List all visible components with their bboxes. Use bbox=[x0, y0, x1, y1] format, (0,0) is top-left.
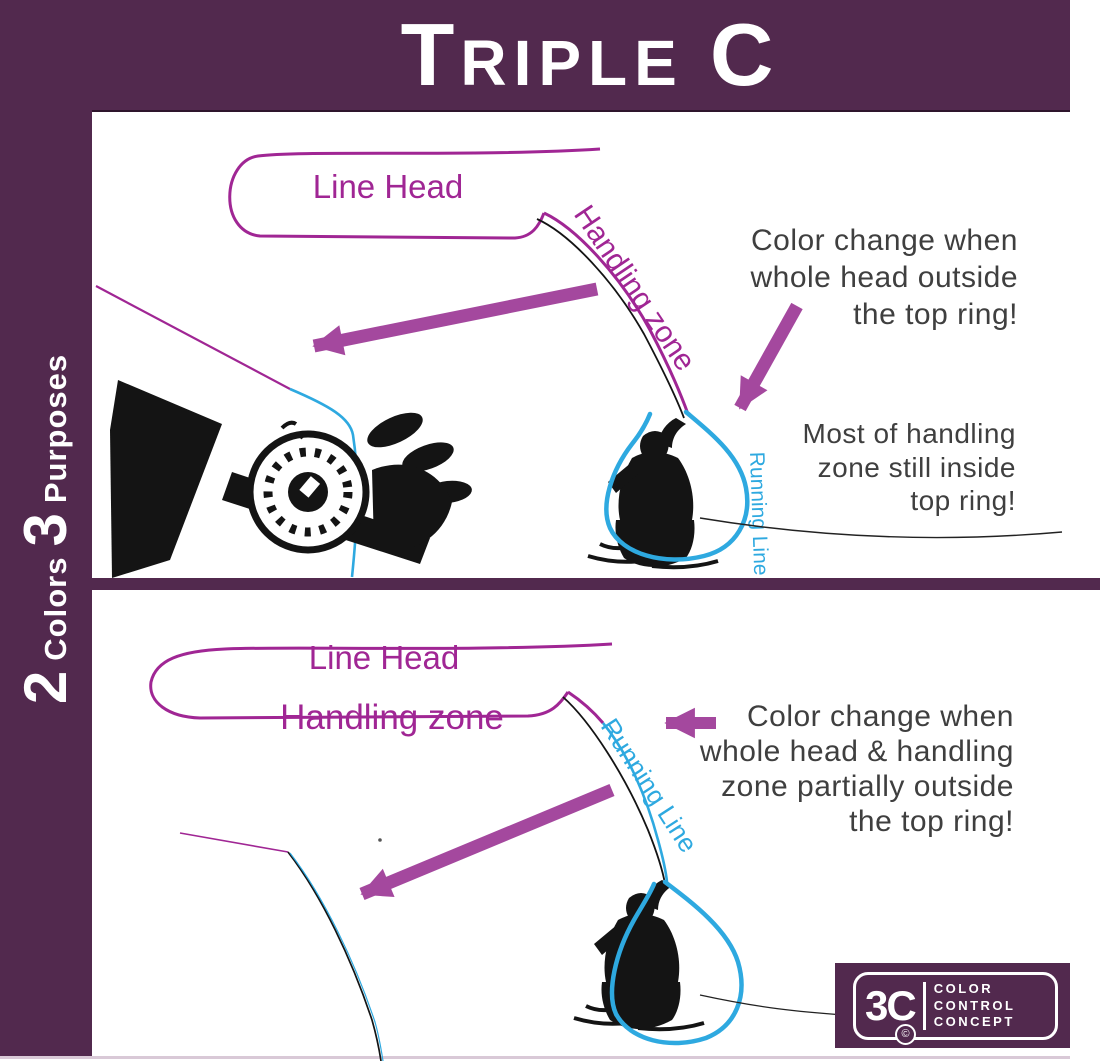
annotation-line: Most of handling bbox=[803, 418, 1016, 449]
running-line-loop bbox=[604, 409, 750, 562]
running-line-loop bbox=[609, 879, 744, 1046]
title-initial: T bbox=[400, 5, 461, 104]
reel-hub-slot bbox=[299, 476, 321, 498]
black-cast-curve bbox=[287, 851, 382, 1061]
angler-raised-arm bbox=[644, 880, 672, 910]
water-ripples bbox=[587, 542, 719, 570]
running-line-upper bbox=[601, 722, 669, 883]
angler-front-arm bbox=[594, 924, 624, 955]
arrow-to-line-junction bbox=[359, 783, 615, 901]
sidebar-number-3: 3 bbox=[12, 512, 79, 547]
finger bbox=[402, 442, 454, 472]
water-ripples bbox=[573, 1004, 705, 1032]
magenta-cast-line bbox=[179, 832, 289, 853]
annotation-line: Color change when bbox=[747, 700, 1014, 733]
logo-words: COLOR CONTROL CONCEPT bbox=[933, 980, 1016, 1031]
line-head-loop bbox=[149, 642, 613, 720]
annotation-line: zone still inside bbox=[818, 452, 1016, 483]
panel-divider bbox=[92, 578, 1100, 590]
sidebar-number-2: 2 bbox=[12, 670, 79, 704]
finger bbox=[367, 412, 423, 448]
arrow-to-rod-tip bbox=[734, 302, 803, 412]
angler-torso bbox=[604, 914, 680, 982]
annotation-line: Color change when bbox=[751, 224, 1018, 257]
annotation-handling-inside: Most of handling zone still inside top r… bbox=[803, 418, 1016, 516]
cast-line bbox=[179, 832, 384, 1061]
handling-zone-label: Handling zone bbox=[280, 698, 504, 737]
reel-photo bbox=[95, 285, 472, 578]
hand-mass bbox=[372, 464, 452, 551]
bottom-edge-line bbox=[0, 1056, 1070, 1059]
rod-line bbox=[562, 696, 666, 885]
reel-holes bbox=[263, 447, 353, 537]
hand-marks bbox=[280, 420, 316, 440]
annotation-line: the top ring! bbox=[849, 805, 1014, 838]
running-line-label: Running Line bbox=[595, 713, 704, 858]
handling-zone-line bbox=[543, 211, 690, 415]
bottom-panel-illustration: Line Head Handling zone Running Line Col… bbox=[149, 639, 1014, 1061]
logo-frame: 3C COLOR CONTROL CONCEPT bbox=[853, 972, 1058, 1040]
magenta-line-to-reel bbox=[95, 285, 291, 390]
sidebar-band: 2 Colors 3 Purposes bbox=[0, 0, 92, 1057]
annotation-color-change: Color change when whole head outside the… bbox=[749, 224, 1018, 331]
annotation-line: whole head & handling bbox=[699, 735, 1014, 768]
logo-word-concept: CONCEPT bbox=[933, 1014, 1015, 1030]
logo-word-color: COLOR bbox=[933, 980, 994, 996]
angler-lower-body bbox=[615, 520, 695, 567]
logo-mark-3c: 3C bbox=[865, 982, 917, 1029]
sidebar-label-purposes: Purposes bbox=[38, 353, 73, 503]
title-rest: RIPLE bbox=[460, 27, 684, 99]
title-c: C bbox=[709, 5, 780, 104]
arrow-to-reel bbox=[312, 282, 599, 356]
copyright-icon: © bbox=[895, 1024, 916, 1045]
annotation-line: top ring! bbox=[910, 485, 1016, 516]
angler-figure bbox=[573, 880, 705, 1032]
running-line-label: Running Line bbox=[745, 451, 772, 575]
blue-cast-curve bbox=[289, 852, 384, 1061]
fly-line-on-water bbox=[699, 994, 846, 1016]
fly-line-on-water bbox=[699, 517, 1063, 539]
angler-torso bbox=[618, 452, 694, 520]
sidebar-label-colors: Colors bbox=[38, 556, 73, 661]
sidebar-rotated-text: 2 Colors 3 Purposes bbox=[12, 353, 79, 704]
handling-zone-line bbox=[567, 690, 605, 724]
line-head-loop bbox=[228, 147, 601, 240]
annotation-color-change: Color change when whole head & handling … bbox=[699, 700, 1014, 838]
arm-silhouette bbox=[110, 380, 222, 578]
angler-raised-arm bbox=[658, 418, 686, 448]
logo-word-control: CONTROL bbox=[933, 997, 1016, 1013]
line-head-label: Line Head bbox=[309, 639, 459, 676]
brand-logo: 3C COLOR CONTROL CONCEPT © bbox=[835, 963, 1070, 1048]
angler-figure bbox=[587, 418, 719, 570]
line-head-label: Line Head bbox=[313, 168, 463, 205]
annotation-line: the top ring! bbox=[853, 298, 1018, 331]
annotation-line: whole head outside bbox=[749, 261, 1018, 294]
angler-lower-body bbox=[601, 982, 681, 1029]
angler-front-arm bbox=[608, 462, 638, 493]
speck bbox=[378, 838, 382, 842]
annotation-line: zone partially outside bbox=[721, 770, 1014, 803]
logo-divider bbox=[922, 982, 926, 1030]
rod-line bbox=[536, 218, 685, 419]
top-panel-illustration: Line Head Handling zone Color change whe… bbox=[95, 147, 1063, 578]
